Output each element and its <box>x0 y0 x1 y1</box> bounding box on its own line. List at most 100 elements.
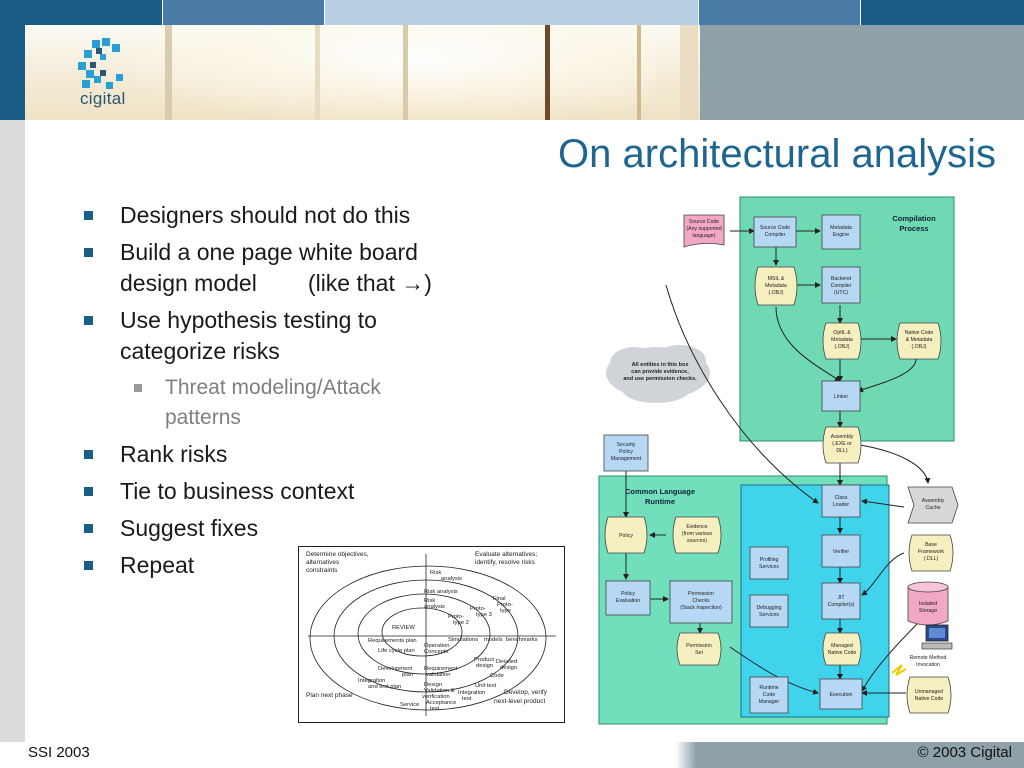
svg-text:design: design <box>476 663 493 669</box>
svg-text:Source Code: Source Code <box>689 219 719 225</box>
svg-text:Security: Security <box>617 442 636 448</box>
svg-text:Invocation: Invocation <box>916 662 940 668</box>
bullet-item: Build a one page white board design mode… <box>82 237 502 299</box>
svg-text:(.DLL): (.DLL) <box>924 556 939 562</box>
svg-text:can provide evidence,: can provide evidence, <box>631 369 689 375</box>
svg-text:Unit test: Unit test <box>475 683 497 689</box>
compilation-label: Compilation <box>892 214 936 223</box>
svg-text:Integration: Integration <box>358 678 385 684</box>
msil-metadata-node: MSIL & Metadata (.OBJ) <box>754 266 798 306</box>
svg-text:Develop, verify: Develop, verify <box>504 689 548 696</box>
svg-text:Loader: Loader <box>833 502 849 508</box>
bullet-item: Designers should not do this <box>82 200 502 231</box>
header-banner-image <box>25 25 700 120</box>
svg-text:Validation &: Validation & <box>424 688 455 694</box>
jit-compiler-node: JIT Compiler(s) <box>821 582 861 620</box>
spiral-curves <box>308 554 556 716</box>
native-code-metadata-node: Native Code & Metadata (.OBJ) <box>896 322 942 360</box>
runtime-code-manager-node: Runtime Code Manager <box>749 676 789 714</box>
diagram-connectors <box>623 228 931 696</box>
svg-text:alternatives: alternatives <box>306 559 340 566</box>
svg-text:Assembly: Assembly <box>831 434 854 440</box>
svg-text:Metadata: Metadata <box>831 337 853 343</box>
computer-icon <box>921 624 953 650</box>
svg-text:Linker: Linker <box>834 394 848 400</box>
svg-text:Detailed: Detailed <box>496 659 517 665</box>
svg-text:next-level product: next-level product <box>494 698 545 705</box>
svg-text:Runtime: Runtime <box>759 685 778 691</box>
debugging-services-node: Debugging Services <box>749 594 789 628</box>
svg-text:sources): sources) <box>687 538 707 544</box>
svg-text:Compiler: Compiler <box>765 232 786 238</box>
lightning-icon <box>891 664 907 676</box>
remote-method-label: Remote Method Invocation <box>910 655 947 668</box>
linker-node: Linker <box>821 380 861 412</box>
svg-text:Checks: Checks <box>692 598 710 604</box>
svg-text:Final: Final <box>493 596 506 602</box>
svg-text:Permission: Permission <box>688 591 714 597</box>
svg-text:(Stack Inspection): (Stack Inspection) <box>680 605 722 611</box>
svg-text:Backend: Backend <box>831 276 851 282</box>
svg-text:Manager: Manager <box>759 699 780 705</box>
execution-node: Execution <box>819 678 863 710</box>
svg-text:All entities in this box: All entities in this box <box>632 362 690 368</box>
optil-metadata-node: OptIL & Metadata (.OBJ) <box>822 322 862 360</box>
assembly-cache-node: Assembly Cache <box>907 486 959 524</box>
permission-checks-node: Permission Checks (Stack Inspection) <box>669 580 733 624</box>
svg-text:type: type <box>500 608 511 614</box>
svg-text:Integration: Integration <box>458 690 485 696</box>
svg-text:Concepts: Concepts <box>424 649 449 655</box>
svg-text:(.OBJ): (.OBJ) <box>835 344 850 350</box>
svg-text:OptIL &: OptIL & <box>833 330 851 336</box>
svg-text:test: test <box>462 696 472 702</box>
permission-set-node: Permission Set <box>676 632 722 666</box>
svg-text:validation: validation <box>426 672 451 678</box>
svg-text:analysis: analysis <box>424 604 445 610</box>
assembly-node: Assembly (.EXE or DLL) <box>822 426 862 464</box>
svg-text:Services: Services <box>759 564 779 570</box>
svg-text:& Metadata: & Metadata <box>906 337 933 343</box>
verifier-node: Verifier <box>821 534 861 568</box>
svg-text:test: test <box>430 706 440 712</box>
policy-evaluation-node: Policy Evaluation <box>605 580 651 616</box>
svg-text:Source Code: Source Code <box>760 225 790 231</box>
svg-text:(UTC): (UTC) <box>834 290 848 296</box>
profiling-services-node: Profiling Services <box>749 546 789 580</box>
svg-text:Evaluation: Evaluation <box>616 598 640 604</box>
svg-text:constraints: constraints <box>306 567 338 574</box>
svg-text:Services: Services <box>759 612 779 618</box>
svg-text:Operation: Operation <box>424 643 449 649</box>
svg-text:(from various: (from various <box>682 531 713 537</box>
svg-text:Development: Development <box>378 666 413 672</box>
svg-text:Policy: Policy <box>621 591 635 597</box>
bullet-item: Repeat <box>82 550 502 581</box>
svg-text:Management: Management <box>611 456 642 462</box>
svg-text:Determine objectives,: Determine objectives, <box>306 551 369 558</box>
svg-text:Profiling: Profiling <box>760 557 779 563</box>
unmanaged-native-code-node: Unmanaged Native Code <box>906 676 952 714</box>
footer-bar <box>0 742 1024 768</box>
svg-text:Metadata: Metadata <box>765 283 787 289</box>
svg-text:plan: plan <box>402 672 413 678</box>
evidence-node: Evidence (from various sources) <box>672 516 722 554</box>
svg-text:language): language) <box>692 233 715 239</box>
svg-text:Requirement: Requirement <box>424 666 458 672</box>
compilation-label: Process <box>899 224 928 233</box>
top-color-strip <box>0 0 1024 25</box>
svg-text:Isolated: Isolated <box>919 601 937 607</box>
clr-label: Runtime <box>645 497 675 506</box>
svg-text:Execution: Execution <box>830 692 853 698</box>
bullet-item: Tie to business context <box>82 476 502 507</box>
svg-text:Native Code: Native Code <box>828 650 857 656</box>
svg-text:Acceptance: Acceptance <box>426 700 456 706</box>
svg-text:Evidence: Evidence <box>686 524 707 530</box>
svg-text:Service: Service <box>400 702 419 708</box>
svg-text:Simulations: Simulations <box>448 637 478 643</box>
svg-text:design: design <box>500 665 517 671</box>
svg-text:type 2: type 2 <box>453 620 469 626</box>
svg-text:verification: verification <box>422 694 450 700</box>
svg-text:Plan next phase: Plan next phase <box>306 692 353 699</box>
svg-text:Compiler(s): Compiler(s) <box>828 602 855 608</box>
bullet-list: Designers should not do this Build a one… <box>82 200 502 587</box>
bullet-marker-icon <box>84 211 93 220</box>
